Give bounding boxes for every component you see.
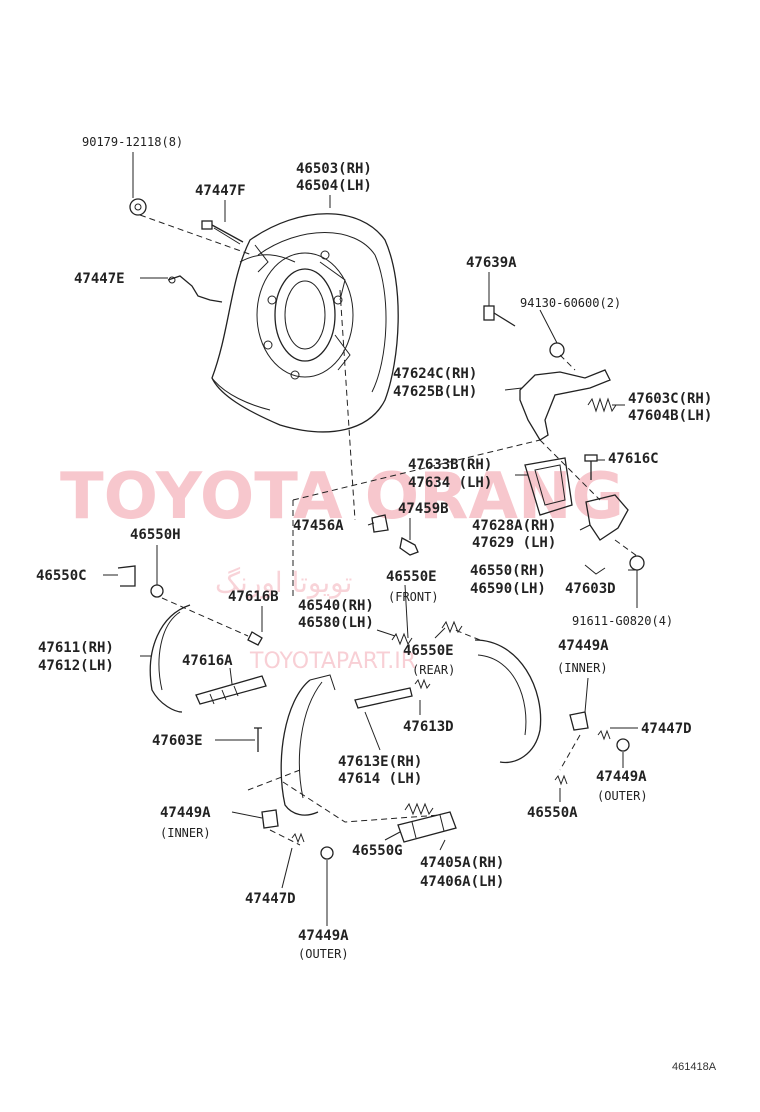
label-47613e: 47613E(RH) — [338, 754, 422, 770]
label-47447d-left: 47447D — [245, 891, 296, 907]
label-47624c: 47624C(RH) — [393, 366, 477, 382]
watermark-text: TOYOTA ORANG — [60, 460, 624, 534]
spring-47447d-left-drawing — [291, 832, 305, 844]
label-46550e-rear: 46550E — [403, 643, 454, 659]
label-47628a: 47628A(RH) — [472, 518, 556, 534]
label-47603d: 47603D — [565, 581, 616, 597]
label-46550c: 46550C — [36, 568, 87, 584]
clip-47456a-drawing — [371, 514, 389, 533]
label-46503: 46503(RH) — [296, 161, 372, 177]
label-47633b: 47633B(RH) — [408, 457, 492, 473]
watermark-subtext: TOYOTAPART.IR — [249, 649, 416, 674]
label-47629: 47629 (LH) — [472, 535, 556, 551]
spring-47613d-drawing — [414, 678, 431, 690]
label-46550a: 46550A — [527, 805, 578, 821]
label-47449a-inner-right: 47449A — [558, 638, 609, 654]
label-47449a-inner-left: 47449A — [160, 805, 211, 821]
label-47405a: 47405A(RH) — [420, 855, 504, 871]
retainer-47449a-inner-right-drawing — [569, 711, 589, 731]
pin-47603e-drawing — [254, 727, 262, 752]
label-47611: 47611(RH) — [38, 640, 114, 656]
label-47616b: 47616B — [228, 589, 279, 605]
label-47459b: 47459B — [398, 501, 449, 517]
label-47406a: 47406A(LH) — [420, 874, 504, 890]
label-46550h: 46550H — [130, 527, 181, 543]
label-front: (FRONT) — [388, 590, 439, 604]
label-46550e-front: 46550E — [386, 569, 437, 585]
label-47639a: 47639A — [466, 255, 517, 271]
leader-lines — [103, 152, 638, 926]
label-46550g: 46550G — [352, 843, 403, 859]
label-47614: 47614 (LH) — [338, 771, 422, 787]
spring-46550a-drawing — [554, 774, 568, 786]
label-47447e: 47447E — [74, 271, 125, 287]
shoe-47611-drawing — [149, 604, 191, 713]
label-46550: 46550(RH) — [470, 563, 546, 579]
label-46504: 46504(LH) — [296, 178, 372, 194]
part-labels: 90179-12118(8) 46503(RH) 46504(LH) 47447… — [36, 135, 712, 961]
pin-46550h-drawing — [150, 584, 164, 598]
clip-47616b-drawing — [247, 631, 263, 646]
pipe-47447e-drawing — [167, 275, 223, 303]
shoe-46540-drawing — [280, 674, 336, 816]
cap-47633b-drawing — [524, 457, 573, 516]
label-47449a-outer-right: 47449A — [596, 769, 647, 785]
label-47616c: 47616C — [608, 451, 659, 467]
strut-47613e-drawing — [354, 687, 413, 709]
label-rear: (REAR) — [412, 663, 455, 677]
pin-47616c-drawing — [584, 454, 598, 480]
guide-lines — [139, 214, 638, 846]
retainer-47449a-outer-left-drawing — [320, 846, 334, 860]
retainer-47449a-inner-left-drawing — [261, 809, 279, 829]
spring-47603c-drawing — [587, 397, 617, 413]
spring-46550e-rear-drawing — [441, 620, 463, 634]
label-47612: 47612(LH) — [38, 658, 114, 674]
label-inner-left: (INNER) — [160, 826, 211, 840]
spring-46550e-front-drawing — [391, 632, 413, 646]
retainer-47449a-outer-right-drawing — [616, 738, 630, 752]
label-47447d-right: 47447D — [641, 721, 692, 737]
label-47603c: 47603C(RH) — [628, 391, 712, 407]
nut-90179-drawing — [129, 198, 147, 216]
label-94130-60600: 94130-60600(2) — [520, 296, 621, 310]
label-47613d: 47613D — [403, 719, 454, 735]
nut-91611-drawing — [629, 555, 645, 571]
clip-46550c-drawing — [117, 565, 136, 587]
label-inner-right: (INNER) — [557, 661, 608, 675]
shoe-46550-drawing — [474, 639, 542, 764]
spring-47447d-right-drawing — [597, 729, 611, 741]
nut-94130-drawing — [549, 342, 565, 358]
label-47456a: 47456A — [293, 518, 344, 534]
label-91611-g0820: 91611-G0820(4) — [572, 614, 673, 628]
label-47625b: 47625B(LH) — [393, 384, 477, 400]
label-outer-right: (OUTER) — [597, 789, 648, 803]
watermark-persian-text: تویوتا اورنگ — [215, 566, 352, 599]
spring-46550g-drawing — [404, 802, 434, 816]
label-90179-12118: 90179-12118(8) — [82, 135, 183, 149]
label-47447f: 47447F — [195, 183, 246, 199]
label-47604b: 47604B(LH) — [628, 408, 712, 424]
label-46540: 46540(RH) — [298, 598, 374, 614]
clip-47603d-drawing — [584, 564, 606, 575]
bolt-47459b-drawing — [399, 537, 419, 556]
label-46590: 46590(LH) — [470, 581, 546, 597]
label-47634: 47634 (LH) — [408, 475, 492, 491]
lever-47624c-drawing — [519, 369, 611, 441]
label-47603e: 47603E — [152, 733, 203, 749]
label-outer-left: (OUTER) — [298, 947, 349, 961]
label-46580: 46580(LH) — [298, 615, 374, 631]
bolt-47639a-drawing — [483, 305, 516, 327]
backing-plate-drawing — [211, 213, 399, 433]
figure-code: 461418A — [672, 1061, 717, 1073]
adjuster-47616a-drawing — [195, 675, 267, 705]
label-47616a: 47616A — [182, 653, 233, 669]
cylinder-47405a-drawing — [397, 811, 457, 843]
bolt-47447f-drawing — [201, 220, 244, 245]
label-47449a-outer-left: 47449A — [298, 928, 349, 944]
